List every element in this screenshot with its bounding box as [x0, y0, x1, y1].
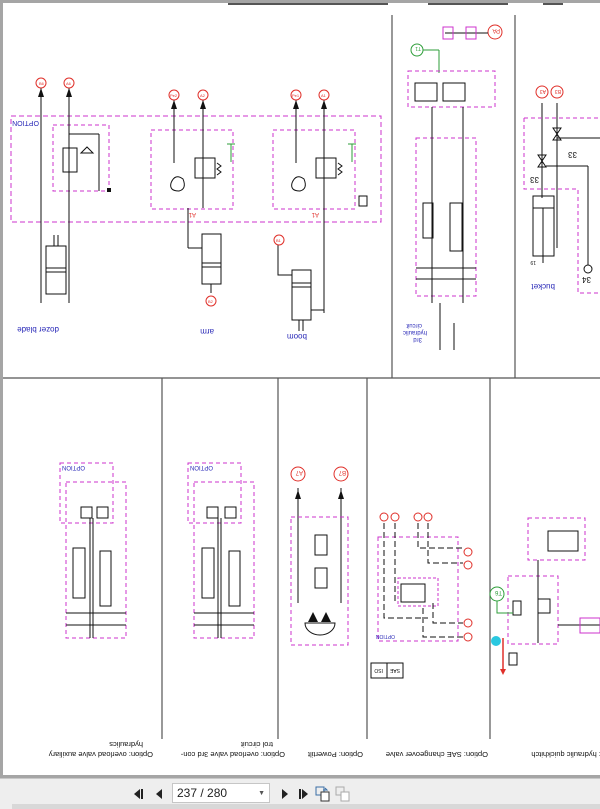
caption-quickhitch: Option: hydraulic quickhitch — [531, 750, 600, 759]
paste-page-icon — [335, 786, 350, 802]
boom-cylinder — [277, 245, 324, 331]
part-33-b: 33 — [530, 175, 539, 184]
label-arm: arm — [200, 327, 214, 336]
port-a7: A7 — [295, 469, 303, 475]
caption-sae: Option: SAE changeover valve — [386, 750, 488, 759]
previous-page-button[interactable] — [150, 785, 168, 803]
port-b2: B2 — [208, 299, 214, 304]
option-label-3rd: OPTION — [190, 464, 213, 470]
port-b3: B3 — [555, 88, 561, 94]
dozer-cylinder — [45, 235, 67, 295]
last-page-icon — [299, 789, 308, 799]
page-navigation-toolbar: 237 / 280 ▼ — [0, 778, 600, 809]
cyan-marker — [491, 636, 501, 646]
powertilt-panel: A7 B7 — [290, 466, 349, 646]
last-page-button[interactable] — [295, 785, 313, 803]
sae-port-markers — [379, 512, 473, 642]
next-page-icon — [282, 789, 288, 799]
caption-overload-aux: Option: overload valve auxiliary — [49, 750, 153, 759]
arm-cylinder — [188, 233, 222, 293]
port-b7: B7 — [338, 469, 346, 475]
label-boom: boom — [287, 332, 307, 341]
overload-valve-aux-panel: OPTION — [59, 462, 127, 639]
port-pa: PA — [492, 27, 500, 33]
third-circuit-panel: PA T1 3rdhydrauliccircuit — [403, 24, 503, 350]
pin-a1-boom: A1 — [311, 211, 319, 217]
part-19: 19 — [530, 259, 536, 265]
port-a1: A1 — [321, 93, 327, 98]
sae-changeover-panel: OPTION ISO SAE — [370, 512, 473, 679]
port-pe2: Pe2 — [170, 93, 178, 98]
option-label-aux: OPTION — [62, 464, 85, 470]
port-a6: A6 — [66, 81, 72, 86]
bucket-panel: A3 B3 33 33 34 19 bucket — [523, 85, 600, 294]
port-b6: B6 — [39, 81, 45, 86]
page-indicator: 237 / 280 — [177, 786, 228, 800]
next-page-button[interactable] — [276, 785, 294, 803]
caption-overload-3rd-2: trol circuit — [240, 740, 273, 749]
quickhitch-panel: T6 — [489, 517, 600, 675]
dropdown-caret-icon: ▼ — [258, 789, 265, 797]
option-label-sae: OPTION — [375, 633, 395, 639]
part-33-a: 33 — [568, 150, 577, 159]
previous-page-icon — [156, 789, 162, 799]
panel-grid — [3, 15, 600, 739]
caption-overload-3rd: Option: overload valve 3rd con- — [180, 750, 285, 759]
caption-powertilt: Option: Powertilt — [307, 750, 363, 759]
switch-iso: ISO — [374, 667, 383, 673]
first-page-icon — [134, 789, 143, 799]
port-t6: T6 — [494, 589, 502, 595]
port-t1: T1 — [415, 45, 421, 51]
port-pe1: Pe1 — [292, 93, 300, 98]
hydraulic-schematic: OPTION B6 A6 — [3, 3, 600, 759]
main-valve-panel: OPTION B6 A6 — [10, 77, 382, 341]
label-dozer-blade: dozer blade — [17, 325, 59, 334]
label-3rd-circuit: 3rdhydrauliccircuit — [403, 322, 427, 342]
part-34: 34 — [582, 275, 591, 284]
captions: Option: overload valve auxiliary hydraul… — [49, 740, 600, 759]
horizontal-scrollbar[interactable] — [12, 804, 600, 809]
pin-a1-arm: A1 — [188, 211, 196, 217]
copy-page-button[interactable] — [314, 785, 332, 803]
port-a3: A3 — [540, 88, 546, 94]
option-label: OPTION — [12, 119, 39, 126]
caption-overload-aux-2: hydraulics — [109, 740, 143, 749]
overload-valve-3rd-panel: OPTION — [187, 462, 255, 639]
first-page-button[interactable] — [131, 785, 149, 803]
paste-page-button[interactable] — [334, 785, 352, 803]
header-fragment — [228, 3, 563, 5]
copy-page-icon — [315, 786, 330, 802]
port-b1: B1 — [276, 238, 282, 243]
label-bucket: bucket — [531, 282, 555, 291]
switch-sae: SAE — [389, 667, 400, 673]
page-number-select[interactable]: 237 / 280 ▼ — [172, 783, 270, 803]
port-a2: A2 — [200, 93, 206, 98]
pdf-page: OPTION B6 A6 — [3, 3, 600, 775]
